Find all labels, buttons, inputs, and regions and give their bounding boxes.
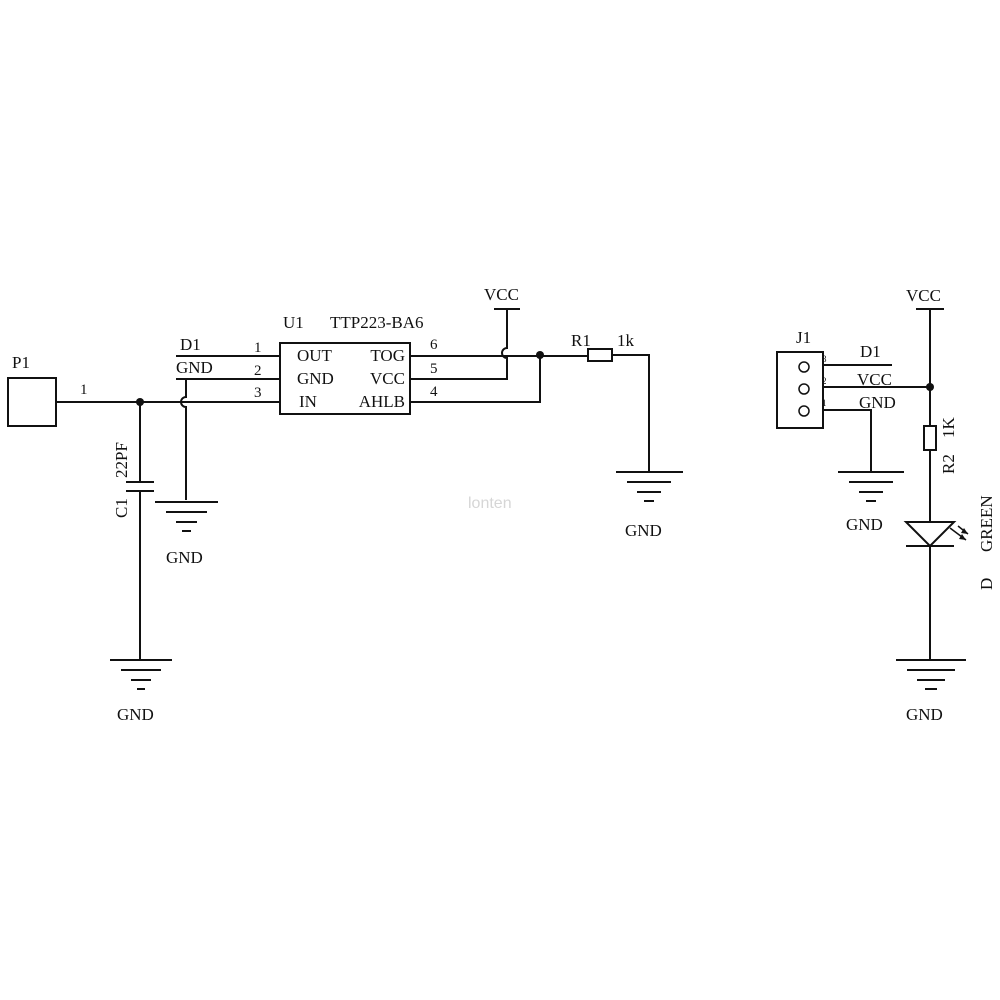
- r1-body: [587, 348, 613, 362]
- j1-pin-hole-2: [798, 383, 810, 395]
- u1-pin-name-tog: TOG: [370, 346, 405, 365]
- p1-ref: P1: [12, 353, 30, 372]
- u1-gnd-drop-wire: [180, 379, 187, 500]
- p1-connector: P1 1: [7, 353, 88, 427]
- gnd-bars-led: [896, 659, 966, 690]
- j1-body: [776, 351, 824, 429]
- j1-net-d1: D1: [860, 342, 881, 361]
- u1-pin-num-1: 1: [254, 340, 262, 356]
- led-diode: GREEN D: [903, 495, 996, 590]
- vcc-symbol-u1: VCC: [484, 285, 520, 310]
- gnd-symbol-led: GND: [896, 659, 966, 724]
- vcc-label-u1: VCC: [484, 285, 519, 304]
- led-arrow-heads: [959, 528, 968, 540]
- r2-value: 1K: [939, 417, 958, 439]
- c1-value: 22PF: [112, 442, 131, 478]
- u1-ref: U1: [283, 313, 304, 332]
- j1-pin-mark-2: 2: [822, 376, 827, 386]
- j1-connector: J1 3 2 1 D1 VCC GND: [776, 328, 930, 472]
- gnd-label-c1: GND: [117, 705, 154, 724]
- u1-vcc-wire: [410, 309, 508, 380]
- r1-ref: R1: [571, 331, 591, 350]
- gnd-bars-c1: [110, 659, 172, 690]
- p1-pin-number: 1: [80, 382, 88, 398]
- j1-gnd-wire: [823, 409, 872, 472]
- gnd-bars-u1: [155, 501, 218, 532]
- u1-pin-num-3: 3: [254, 385, 262, 401]
- led-triangle: [903, 521, 957, 548]
- gnd-symbol-c1: GND: [110, 659, 172, 724]
- vcc-symbol-led: VCC: [906, 286, 944, 310]
- j1-pin-mark-3: 3: [822, 354, 827, 364]
- j1-pin-hole-3: [798, 405, 810, 417]
- r2-ref: R2: [939, 454, 958, 474]
- j1-pin-mark-1: 1: [822, 398, 827, 408]
- u1-pin-name-gnd: GND: [297, 369, 334, 388]
- vcc-label-led: VCC: [906, 286, 941, 305]
- u1-pin-name-ahlb: AHLB: [359, 392, 405, 411]
- gnd-label-u1: GND: [166, 548, 203, 567]
- u1-pin-name-in: IN: [299, 392, 317, 411]
- led-value: GREEN: [977, 495, 996, 552]
- gnd-label-led: GND: [906, 705, 943, 724]
- u1-pin-name-out: OUT: [297, 346, 333, 365]
- r2-resistor: R2 1K: [923, 417, 958, 474]
- r1-value: 1k: [617, 331, 635, 350]
- r2-body: [923, 425, 937, 451]
- gnd-symbol-r1: GND: [616, 471, 683, 540]
- u1-pin-num-5: 5: [430, 361, 438, 377]
- j1-pin-hole-1: [798, 361, 810, 373]
- gnd-bars-j1: [838, 471, 904, 502]
- gnd-bars-r1: [616, 471, 683, 502]
- u1-pin-num-2: 2: [254, 363, 262, 379]
- j1-net-vcc: VCC: [857, 370, 892, 389]
- net-label-gnd-u1: GND: [176, 358, 213, 377]
- u1-pin4-loop-wire: [410, 355, 541, 403]
- u1-pin-num-4: 4: [430, 384, 438, 400]
- junction-vcc-led: [926, 383, 934, 391]
- u1-part-number: TTP223-BA6: [330, 313, 424, 332]
- watermark-text: lonten: [468, 495, 512, 512]
- gnd-label-j1: GND: [846, 515, 883, 534]
- c1-capacitor: 22PF C1: [112, 402, 154, 660]
- gnd-symbol-j1: GND: [838, 471, 904, 534]
- gnd-symbol-u1: GND: [155, 501, 218, 567]
- r1-resistor: R1 1k: [571, 331, 635, 362]
- net-label-d1-u1: D1: [180, 335, 201, 354]
- c1-ref: C1: [112, 498, 131, 518]
- u1-pin-name-vcc: VCC: [370, 369, 405, 388]
- led-ref: D: [977, 578, 996, 590]
- r1-to-gnd-wire: [612, 354, 650, 472]
- u1-pin-num-6: 6: [430, 337, 438, 353]
- gnd-label-r1: GND: [625, 521, 662, 540]
- j1-net-gnd: GND: [859, 393, 896, 412]
- p1-pad: [7, 377, 57, 427]
- j1-ref: J1: [796, 328, 811, 347]
- u1-chip: U1 TTP223-BA6 1 2 3 OUT GND IN TOG VCC A…: [254, 313, 438, 415]
